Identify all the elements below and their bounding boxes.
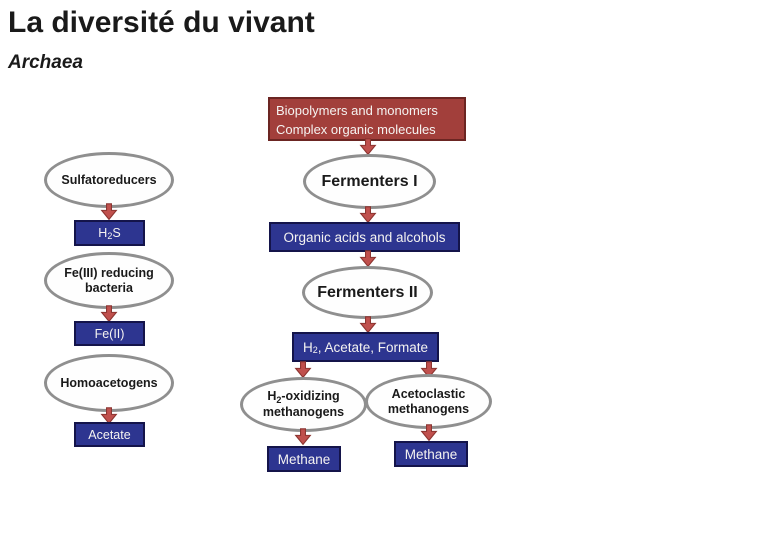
box-h2s-label-end: S <box>112 226 121 240</box>
box-methane-left: Methane <box>267 446 341 472</box>
ellipse-h2ox-subscript: 2 <box>276 395 282 405</box>
down-arrow-icon <box>419 424 439 442</box>
down-arrow-icon <box>358 316 378 334</box>
box-organic-acids: Organic acids and alcohols <box>269 222 460 252</box>
box-fe2: Fe(II) <box>74 321 145 346</box>
ellipse-h2ox-line2: methanogens <box>262 405 345 419</box>
down-arrow-icon <box>358 138 378 156</box>
box-h2s-label: H <box>98 226 108 240</box>
ellipse-h2-oxidizing-methanogens: H2-oxidizing methanogens <box>240 377 367 432</box>
ellipse-acetoclastic-line2: methanogens <box>387 401 470 416</box>
box-methane-right: Methane <box>394 441 468 467</box>
ellipse-acetoclastic-methanogens: Acetoclastic methanogens <box>365 374 492 429</box>
box-acetate: Acetate <box>74 422 145 447</box>
down-arrow-icon <box>293 428 313 446</box>
down-arrow-icon <box>358 250 378 268</box>
ellipse-homoacetogens: Homoacetogens <box>44 354 174 412</box>
ellipse-fermenters-1: Fermenters I <box>303 154 436 209</box>
ellipse-fe3-line1: Fe(III) reducing <box>64 265 154 280</box>
ellipse-fermenters-2: Fermenters II <box>302 266 433 319</box>
ellipse-fe3-reducing-bacteria: Fe(III) reducing bacteria <box>44 252 174 309</box>
box-organic-acids-label: Organic acids and alcohols <box>283 229 446 245</box>
down-arrow-icon <box>419 361 439 379</box>
box-methane-right-label: Methane <box>404 446 458 462</box>
box-biopolymers-line2: Complex organic molecules <box>276 122 436 137</box>
box-h2s-subscript: 2 <box>107 231 113 241</box>
box-biopolymers: Biopolymers and monomers Complex organic… <box>268 97 466 141</box>
box-h2af-label: H <box>302 339 313 355</box>
page-subtitle: Archaea <box>8 52 83 73</box>
ellipse-acetoclastic-line1: Acetoclastic <box>391 386 466 401</box>
down-arrow-icon <box>293 361 313 379</box>
box-h2af-label-end: , Acetate, Formate <box>317 339 429 355</box>
down-arrow-icon <box>99 407 119 425</box>
down-arrow-icon <box>358 206 378 224</box>
box-acetate-label: Acetate <box>88 427 131 442</box>
box-fe2-label: Fe(II) <box>94 326 125 341</box>
box-h2af-subscript: 2 <box>312 345 318 355</box>
ellipse-fe3-line2: bacteria <box>85 280 133 295</box>
ellipse-h2ox-line1: H2-oxidizing <box>267 389 340 405</box>
box-methane-left-label: Methane <box>277 451 331 467</box>
page-title: La diversité du vivant <box>8 6 315 39</box>
ellipse-fermenters-2-label: Fermenters II <box>317 284 418 301</box>
ellipse-homoacetogens-label: Homoacetogens <box>60 375 158 390</box>
ellipse-fermenters-1-label: Fermenters I <box>321 173 418 190</box>
down-arrow-icon <box>99 203 119 221</box>
down-arrow-icon <box>99 305 119 323</box>
ellipse-sulfatoreducers: Sulfatoreducers <box>44 152 174 208</box>
box-biopolymers-line1: Biopolymers and monomers <box>276 103 438 118</box>
ellipse-sulfatoreducers-label: Sulfatoreducers <box>61 172 157 187</box>
